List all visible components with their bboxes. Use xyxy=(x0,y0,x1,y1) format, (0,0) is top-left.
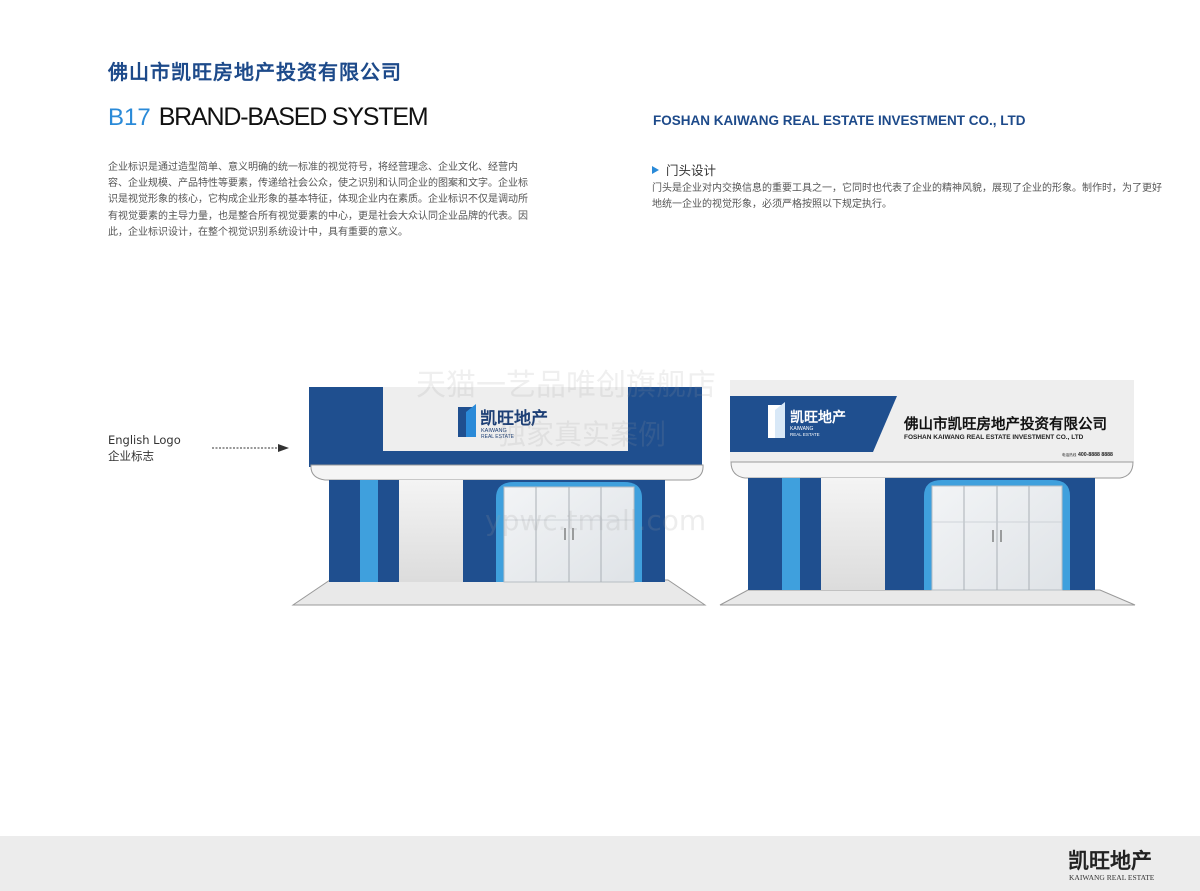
intro-paragraph: 企业标识是通过造型简单、意义明确的统一标准的视觉符号，将经营理念、企业文化、经营… xyxy=(108,162,528,238)
right-floor xyxy=(719,589,1136,606)
right-logo-cn: 凯旺地产 xyxy=(790,409,846,426)
left-window-panel xyxy=(399,480,463,582)
door-paragraph: 门头是企业对内交换信息的重要工具之一，它同时也代表了企业的精神风貌，展现了企业的… xyxy=(652,183,1162,211)
annotation-arrow-icon xyxy=(212,444,289,452)
company-name-cn: 佛山市凯旺房地产投资有限公司 xyxy=(108,60,402,84)
annotation-line-en: English Logo xyxy=(108,433,181,447)
door-section-title: 门头设计 xyxy=(652,160,716,179)
storefront-illustrations: 凯旺地产 KAIWANG REAL ESTATE 凯旺地产 KAIWANG RE… xyxy=(291,380,1136,606)
right-phone-number: 400-8888 8888 xyxy=(1078,452,1113,458)
door-title-text: 门头设计 xyxy=(666,163,717,178)
section-title: BRAND-BASED SYSTEM xyxy=(158,103,429,131)
triangle-bullet-icon xyxy=(652,166,659,174)
left-logo-en-1: KAIWANG xyxy=(481,428,507,434)
left-canopy xyxy=(310,464,704,481)
section-heading: B17 BRAND-BASED SYSTEM xyxy=(108,103,429,132)
right-sign-company-cn: 佛山市凯旺房地产投资有限公司 xyxy=(903,415,1107,433)
left-pillar-accent xyxy=(360,480,378,582)
right-pillar-accent xyxy=(782,478,800,590)
right-phone-label: 电话热线 xyxy=(1062,452,1077,457)
footer-logo-cn: 凯旺地产 xyxy=(1068,848,1152,873)
annotation-line-cn: 企业标志 xyxy=(108,449,154,463)
storefront-left: 凯旺地产 KAIWANG REAL ESTATE xyxy=(291,387,707,606)
footer-logo-en: KAIWANG REAL ESTATE xyxy=(1069,873,1155,882)
left-sign-panel xyxy=(383,387,628,451)
right-canopy xyxy=(730,461,1134,479)
footer-logo: 凯旺地产 KAIWANG REAL ESTATE xyxy=(1068,848,1155,882)
left-floor xyxy=(291,579,707,606)
left-logo-en-2: REAL ESTATE xyxy=(481,434,515,440)
company-name-en: FOSHAN KAIWANG REAL ESTATE INVESTMENT CO… xyxy=(653,113,1026,128)
right-window-panel xyxy=(821,478,885,590)
right-logo-en-2: REAL ESTATE xyxy=(790,432,820,437)
logo-annotation: English Logo 企业标志 xyxy=(108,432,181,464)
storefront-right: 凯旺地产 KAIWANG REAL ESTATE 佛山市凯旺房地产投资有限公司 … xyxy=(719,380,1136,606)
right-sign-company-en: FOSHAN KAIWANG REAL ESTATE INVESTMENT CO… xyxy=(904,434,1084,441)
section-code: B17 xyxy=(108,104,151,131)
footer-band xyxy=(0,836,1200,891)
right-logo-en-1: KAIWANG xyxy=(790,426,814,432)
left-logo-cn: 凯旺地产 xyxy=(480,408,548,429)
